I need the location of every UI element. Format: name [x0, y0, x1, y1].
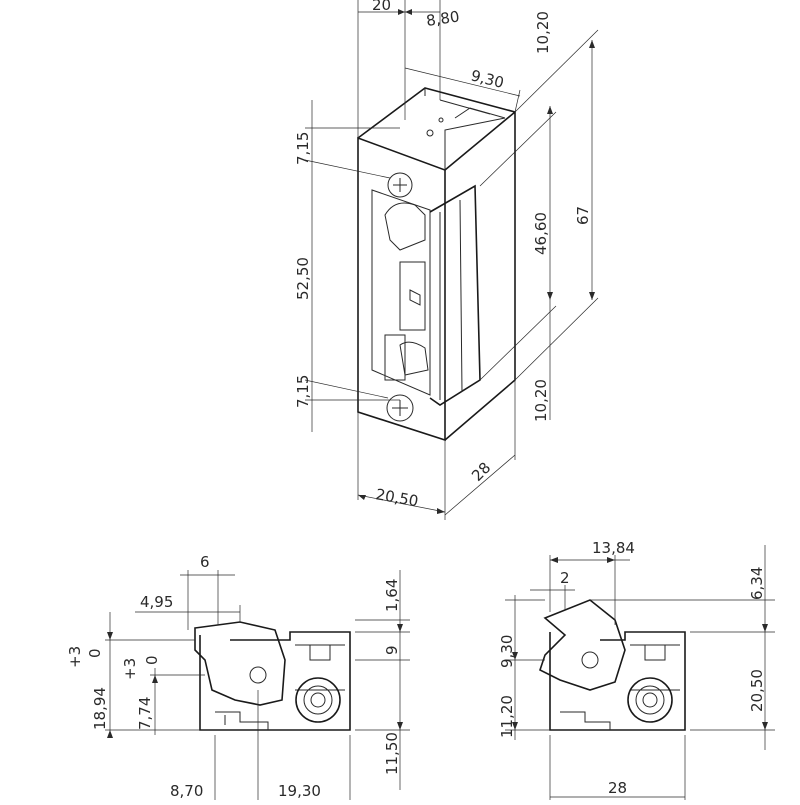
dim-9-30: 9,30	[469, 66, 506, 92]
dim-9-left: 9	[383, 645, 401, 655]
dim-19-30: 19,30	[278, 782, 321, 800]
dim-10-20-top: 10,20	[534, 11, 552, 54]
dim-7-15-top: 7,15	[294, 132, 312, 165]
left-section-view: 6 4,95 1,64 +3 0 +3 0 9 18,94 7,74 11,50…	[66, 553, 410, 800]
dim-7-15-bottom: 7,15	[294, 375, 312, 408]
dim-67: 67	[574, 206, 592, 225]
body-outline	[357, 87, 516, 441]
dim-8-70: 8,70	[170, 782, 203, 800]
dim-8-80: 8,80	[425, 7, 461, 29]
left-latch	[194, 621, 286, 706]
right-latch	[539, 599, 626, 691]
dim-11-20: 11,20	[498, 695, 516, 738]
dim-20-50-top: 20,50	[374, 485, 419, 510]
dim-52-50: 52,50	[294, 257, 312, 300]
screw-bottom-icon	[386, 394, 414, 422]
dim-28-right: 28	[608, 779, 627, 797]
left-cylinder-icon	[295, 677, 341, 723]
dim-20-top: 20	[372, 0, 391, 14]
tol-outer-plus: +3	[66, 646, 84, 668]
latch-bolt	[429, 184, 481, 406]
dim-6: 6	[200, 553, 210, 571]
screw-top-icon	[387, 172, 413, 198]
tol-inner-plus: +3	[121, 658, 139, 680]
dim-6-34: 6,34	[748, 567, 766, 600]
tol-inner-zero: 0	[143, 655, 161, 665]
tol-outer-zero: 0	[86, 648, 104, 658]
dim-46-60: 46,60	[532, 212, 550, 255]
dim-13-84: 13,84	[592, 539, 635, 557]
dim-9-30-right: 9,30	[498, 635, 516, 668]
dim-18-94: 18,94	[91, 687, 109, 730]
dim-2: 2	[560, 569, 570, 587]
dim-20-50-right: 20,50	[748, 669, 766, 712]
right-section-view: 13,84 2 6,34 9,30 20,50 11,20 28	[498, 539, 775, 800]
dim-4-95: 4,95	[140, 593, 173, 611]
dim-1-64: 1,64	[383, 579, 401, 612]
dim-7-74: 7,74	[136, 697, 154, 730]
dim-28-top: 28	[468, 459, 494, 485]
right-cylinder-icon	[627, 677, 673, 723]
dim-10-20-bottom: 10,20	[532, 379, 550, 422]
top-view: 20 8,80 10,20 9,30 7,15 52,50 46,60 67 7…	[294, 0, 599, 520]
dim-11-50: 11,50	[383, 732, 401, 775]
